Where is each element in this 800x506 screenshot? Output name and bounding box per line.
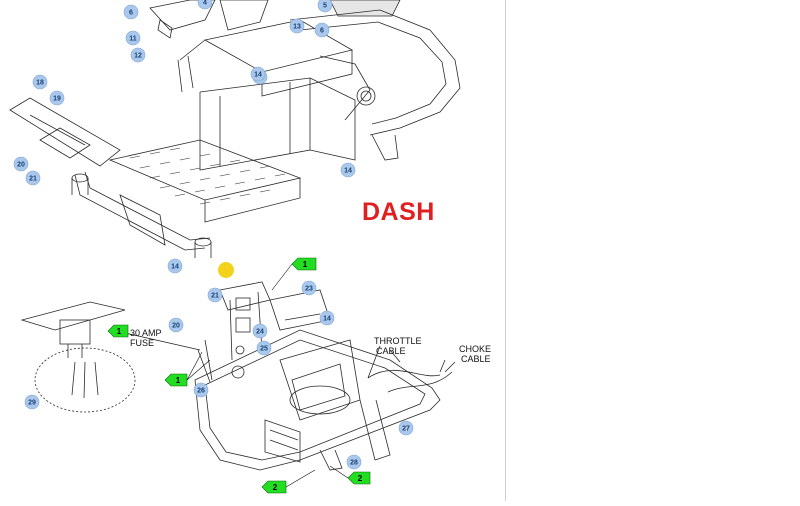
callout-13: 13 [289, 18, 305, 34]
fuse-note-line1: 30 AMP [130, 328, 162, 338]
callout-circle [193, 382, 209, 398]
tag-1-fuse: 1 [107, 324, 129, 338]
tag-label: 2 [358, 474, 363, 483]
fuse-note-line2: FUSE [130, 338, 154, 348]
callout-14: 14 [340, 162, 356, 178]
callout-26: 26 [193, 382, 209, 398]
callout-number: 13 [293, 24, 301, 31]
callout-circle [167, 258, 183, 274]
callout-circle [49, 90, 65, 106]
highlight-dot [218, 262, 234, 278]
callout-circle [25, 170, 41, 186]
callout-number: 23 [305, 286, 313, 293]
callout-number: 14 [254, 72, 262, 79]
callout-circle [207, 287, 223, 303]
tag-label: 1 [117, 327, 122, 336]
callout-circle [125, 30, 141, 46]
callout-23: 23 [301, 280, 317, 296]
callout-circle [32, 74, 48, 90]
callout-19: 19 [49, 90, 65, 106]
callout-number: 19 [53, 96, 61, 103]
callout-number: 24 [256, 329, 264, 336]
callout-14: 14 [319, 310, 335, 326]
callout-21: 21 [25, 170, 41, 186]
callout-6: 6 [123, 4, 139, 20]
callout-circle [317, 0, 333, 13]
callout-18: 18 [32, 74, 48, 90]
callout-circle [301, 280, 317, 296]
callout-circle [314, 22, 330, 38]
callout-5: 5 [317, 0, 333, 13]
notes: 30 AMP FUSE THROTTLE CABLE CHOKE CABLE [130, 328, 491, 364]
tag-leaders [186, 263, 349, 488]
callout-number: 14 [323, 316, 331, 323]
callout-circle [398, 420, 414, 436]
tag-2-left: 2 [261, 480, 287, 494]
callout-number: 6 [129, 10, 133, 17]
callout-6: 6 [314, 22, 330, 38]
callout-circle [250, 66, 266, 82]
callout-circle [256, 340, 272, 356]
diagram-title: DASH [362, 198, 435, 226]
parts-diagram: 1 1 1 2 2 [9, 0, 492, 494]
callout-number: 21 [29, 176, 37, 183]
tag-1-top: 1 [291, 257, 317, 271]
callout-number: 14 [344, 168, 352, 175]
callout-14: 14 [167, 258, 183, 274]
callout-number: 26 [197, 388, 205, 395]
parts-diagram-svg: 1 1 1 2 2 [9, 0, 491, 494]
callout-number: 20 [172, 323, 180, 330]
callout-number: 4 [203, 0, 207, 7]
callout-circle [13, 156, 29, 172]
callout-24: 24 [252, 323, 268, 339]
throttle-note-line2: CABLE [376, 346, 406, 356]
choke-note-line1: CHOKE [459, 344, 491, 354]
callout-11: 11 [125, 30, 141, 46]
frame-lines [9, 0, 461, 471]
callout-20: 20 [13, 156, 29, 172]
callout-number: 18 [36, 80, 44, 87]
callout-circle [168, 317, 184, 333]
callout-4: 4 [197, 0, 213, 10]
callout-circle [252, 323, 268, 339]
callout-25: 25 [256, 340, 272, 356]
tag-label: 1 [176, 376, 181, 385]
callout-circle [24, 394, 40, 410]
callout-number: 28 [350, 460, 358, 467]
callout-circle [123, 4, 139, 20]
callout-circle [197, 0, 213, 10]
callout-circle [319, 310, 335, 326]
callout-29: 29 [24, 394, 40, 410]
tag-label: 1 [303, 260, 308, 269]
callout-bubbles: 6456131112141418192021141421202324251426… [13, 0, 414, 470]
tag-2-right: 2 [347, 471, 371, 485]
callout-number: 27 [402, 426, 410, 433]
callout-circle [346, 454, 362, 470]
callout-20: 20 [168, 317, 184, 333]
callout-circle [289, 18, 305, 34]
green-tags: 1 1 1 2 2 [107, 257, 371, 494]
callout-number: 14 [171, 264, 179, 271]
choke-note-line2: CABLE [461, 354, 491, 364]
callout-circle [130, 47, 146, 63]
callout-number: 11 [129, 36, 137, 43]
callout-number: 25 [260, 346, 268, 353]
callout-number: 21 [211, 293, 219, 300]
callout-14: 14 [250, 66, 266, 82]
callout-number: 20 [17, 162, 25, 169]
callout-21: 21 [207, 287, 223, 303]
callout-12: 12 [130, 47, 146, 63]
callout-number: 5 [323, 3, 327, 10]
callout-number: 29 [28, 400, 36, 407]
tag-label: 2 [273, 483, 278, 492]
callout-28: 28 [346, 454, 362, 470]
callout-number: 6 [320, 28, 324, 35]
callout-27: 27 [398, 420, 414, 436]
throttle-note-line1: THROTTLE [374, 336, 422, 346]
callout-number: 12 [134, 53, 142, 60]
callout-circle [340, 162, 356, 178]
page-edge [505, 0, 506, 501]
tag-1-bottom: 1 [164, 373, 188, 387]
